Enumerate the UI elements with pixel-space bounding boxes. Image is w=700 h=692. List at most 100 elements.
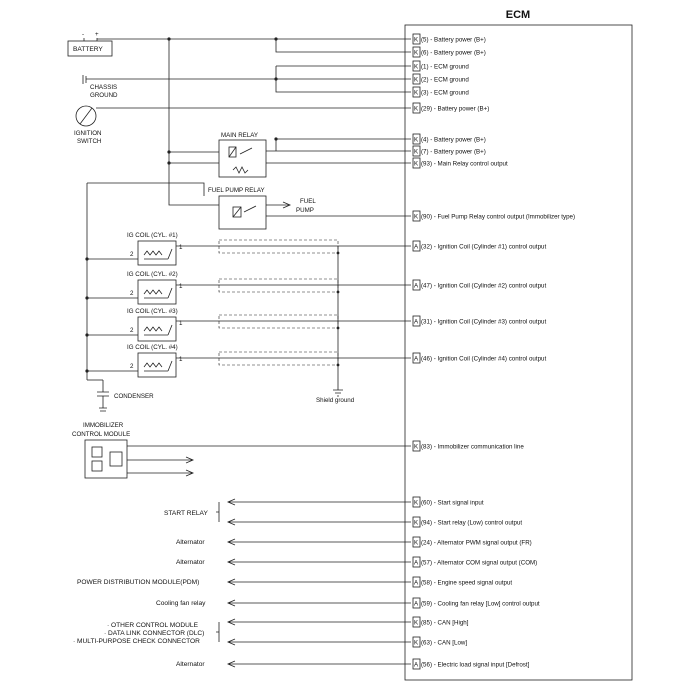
coil-winding-icon [144,287,173,299]
coil-winding-icon [143,326,163,332]
condenser-icon [97,380,109,412]
ecm-pin-label: (83) - Immobilizer communication line [421,443,524,450]
ecm-connector-box [412,597,421,609]
relay-coil-icon [232,206,242,218]
ecm-connector-letter: K [414,519,419,526]
can-bracket [216,622,220,642]
ecm-pin-label: (24) - Alternator PWM signal output (FR) [421,539,532,546]
ecm-pin-label: (2) - ECM ground [421,76,469,83]
ecm-pin-label: (85) - CAN [High] [421,619,469,626]
ecm-connector-letter: K [414,443,419,450]
ecm-connector-letter: K [414,105,419,112]
ecm-connector-box [412,352,421,364]
coil-winding-icon [144,248,173,260]
ecm-pin-label: (6) - Battery power (B+) [421,49,486,56]
shield-ground-label: Shield ground [316,397,355,404]
condenser-label: CONDENSER [114,393,154,400]
ecm-connector-box [412,145,421,157]
main-relay-box [218,139,267,178]
ecm-pins: K(5) - Battery power (B+)K(6) - Battery … [412,33,575,670]
shield-box [218,314,339,329]
battery-wire [97,38,411,40]
battery-minus-label: - [82,31,84,38]
ecm-connector-box [412,33,421,45]
start-relay-label: START RELAY [164,510,208,517]
relay-coil-icon [228,146,237,158]
ecm-pin-label: (1) - ECM ground [421,63,469,70]
ecm-connector-letter: A [414,355,419,362]
coil-pin-1: 1 [179,356,183,363]
ecm-connector-box [412,556,421,568]
ecm-connector-letter: K [414,213,419,220]
coil-winding-icon [143,289,163,295]
ground-wires [275,65,411,93]
fuel-pump-label-2: PUMP [296,207,314,214]
junction-dot [167,150,171,154]
alternator-label-3: Alternator [176,661,205,668]
can-label-1: · OTHER CONTROL MODULE [107,622,199,629]
ecm-connector-box [412,279,421,291]
can-label-3: · MULTI-PURPOSE CHECK CONNECTOR [73,638,200,645]
ecm-connector-letter: K [414,160,419,167]
ecm-connector-box [412,658,421,670]
ecm-connector-letter: A [414,318,419,325]
can-label-2: · DATA LINK CONNECTOR (DLC) [104,630,204,637]
external-connections [216,498,411,668]
ecm-pin-label: (94) - Start relay (Low) control output [421,519,522,526]
battery-box [67,40,113,57]
ecm-pin-label: (4) - Battery power (B+) [421,136,486,143]
coil-feed-wire [87,182,205,196]
coil-pin-2: 2 [130,327,134,334]
ecm-pin-label: (3) - ECM ground [421,89,469,96]
external-signal-line [226,558,411,566]
ecm-connector-box [412,157,421,169]
relay-switch-icon [243,205,257,213]
ecm-pin-label: (7) - Battery power (B+) [421,148,486,155]
ecm-pin-label: (29) - Battery power (B+) [421,105,489,112]
ecm-connector-letter: A [414,661,419,668]
ecm-connector-letter: K [414,136,419,143]
shield-ground-icon [333,389,343,397]
ignition-switch-icon [75,105,97,127]
ignition-switch-icon [79,107,93,125]
immobilizer-icon [109,451,123,467]
ecm-connector-box [412,440,421,452]
coil-winding-icon [144,324,173,336]
ecm-connector-letter: K [414,539,419,546]
ig-coil-box [137,352,177,378]
ecm-connector-letter: K [414,639,419,646]
coil-pin-2: 2 [130,363,134,370]
coil-pin-1: 1 [179,283,183,290]
ecm-box [404,24,633,681]
ecm-connector-box [412,73,421,85]
shield-box [218,278,339,293]
ecm-connector-letter: A [414,282,419,289]
ecm-pin-label: (47) - Ignition Coil (Cylinder #2) contr… [421,282,546,289]
relay-switch-icon [239,147,253,155]
fuel-pump-relay-label: FUEL PUMP RELAY [208,187,265,194]
ecm-connector-letter: K [414,49,419,56]
ignition-switch-label-1: IGNITION [74,130,102,137]
ecm-connector-letter: A [414,243,419,250]
immobilizer-icon [91,446,103,458]
ig-coil-label: IG COIL (CYL. #4) [127,344,178,351]
cooling-fan-label: Cooling fan relay [156,600,206,607]
ecm-title: ECM [506,9,530,21]
ecm-connector-box [412,536,421,548]
ecm-connector-box [412,102,421,114]
ignition-switch-label-2: SWITCH [77,138,101,145]
coil-winding-icon [143,362,163,368]
alternator-label-2: Alternator [176,559,205,566]
immobilizer-box [84,439,128,479]
ecm-connector-letter: K [414,63,419,70]
shield-box [218,351,339,366]
ecm-pin-label: (57) - Alternator COM signal output (COM… [421,559,537,566]
external-signal-line [226,599,411,607]
battery-label: BATTERY [73,46,103,53]
ecm-connector-letter: K [414,499,419,506]
ig-coil-label: IG COIL (CYL. #2) [127,271,178,278]
immobilizer-label-2: CONTROL MODULE [72,431,130,438]
ecm-connector-letter: K [414,148,419,155]
ig-coil-box [137,279,177,305]
